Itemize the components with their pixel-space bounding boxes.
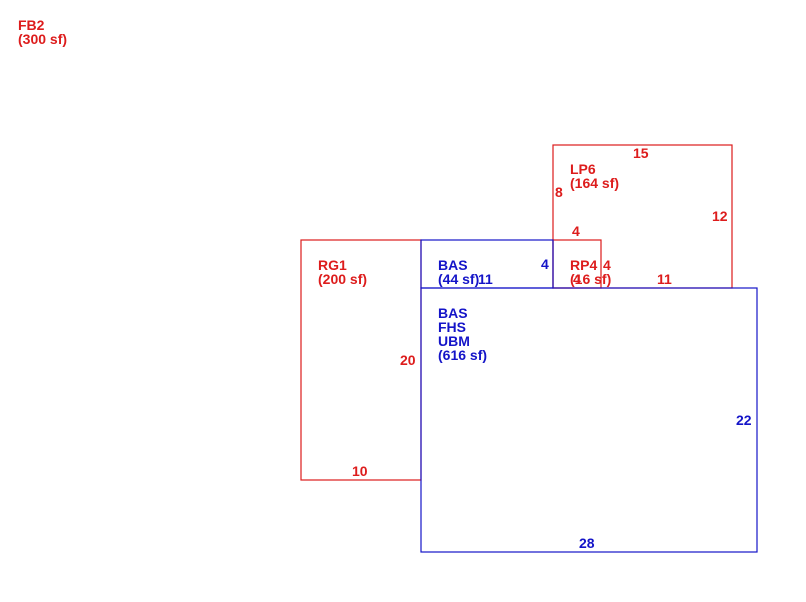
bas-small-size: (44 sf) [438, 271, 479, 287]
main-area-outline [420, 287, 758, 553]
rp4-name: RP4 [570, 257, 597, 273]
rg1-right-dim: 20 [400, 352, 416, 368]
red-outlines [300, 144, 733, 481]
main-area-bottom-dim: 28 [579, 535, 595, 551]
lp6-bottom-dim: 11 [657, 271, 672, 287]
main-area-right-dim: 22 [736, 412, 752, 428]
lp6-left-dim: 8 [555, 184, 563, 200]
rg1-size: (200 sf) [318, 271, 367, 287]
main-area-line1: BAS [438, 305, 468, 321]
bas-small-bottom-dim: 11 [478, 271, 493, 287]
main-area-line2: FHS [438, 319, 466, 335]
lp6-top-dim: 15 [633, 145, 649, 161]
rp4-size: (16 sf) [570, 271, 611, 287]
bas-small-right-dim: 4 [541, 256, 549, 272]
lp6-name: LP6 [570, 161, 596, 177]
rp4-right-dim: 4 [603, 257, 611, 273]
main-area-line3: UBM [438, 333, 470, 349]
rp4-top-dim: 4 [572, 223, 580, 239]
main-area-size: (616 sf) [438, 347, 487, 363]
bas-small-name: BAS [438, 257, 468, 273]
rg1-bottom-dim: 10 [352, 463, 368, 479]
lp6-size: (164 sf) [570, 175, 619, 191]
fb2-name: FB2 [18, 17, 45, 33]
lp6-right-dim: 12 [712, 208, 728, 224]
blue-outlines [420, 239, 758, 553]
rg1-name: RG1 [318, 257, 347, 273]
rp4-left-dim: 4 [573, 271, 581, 287]
fb2-size: (300 sf) [18, 31, 67, 47]
